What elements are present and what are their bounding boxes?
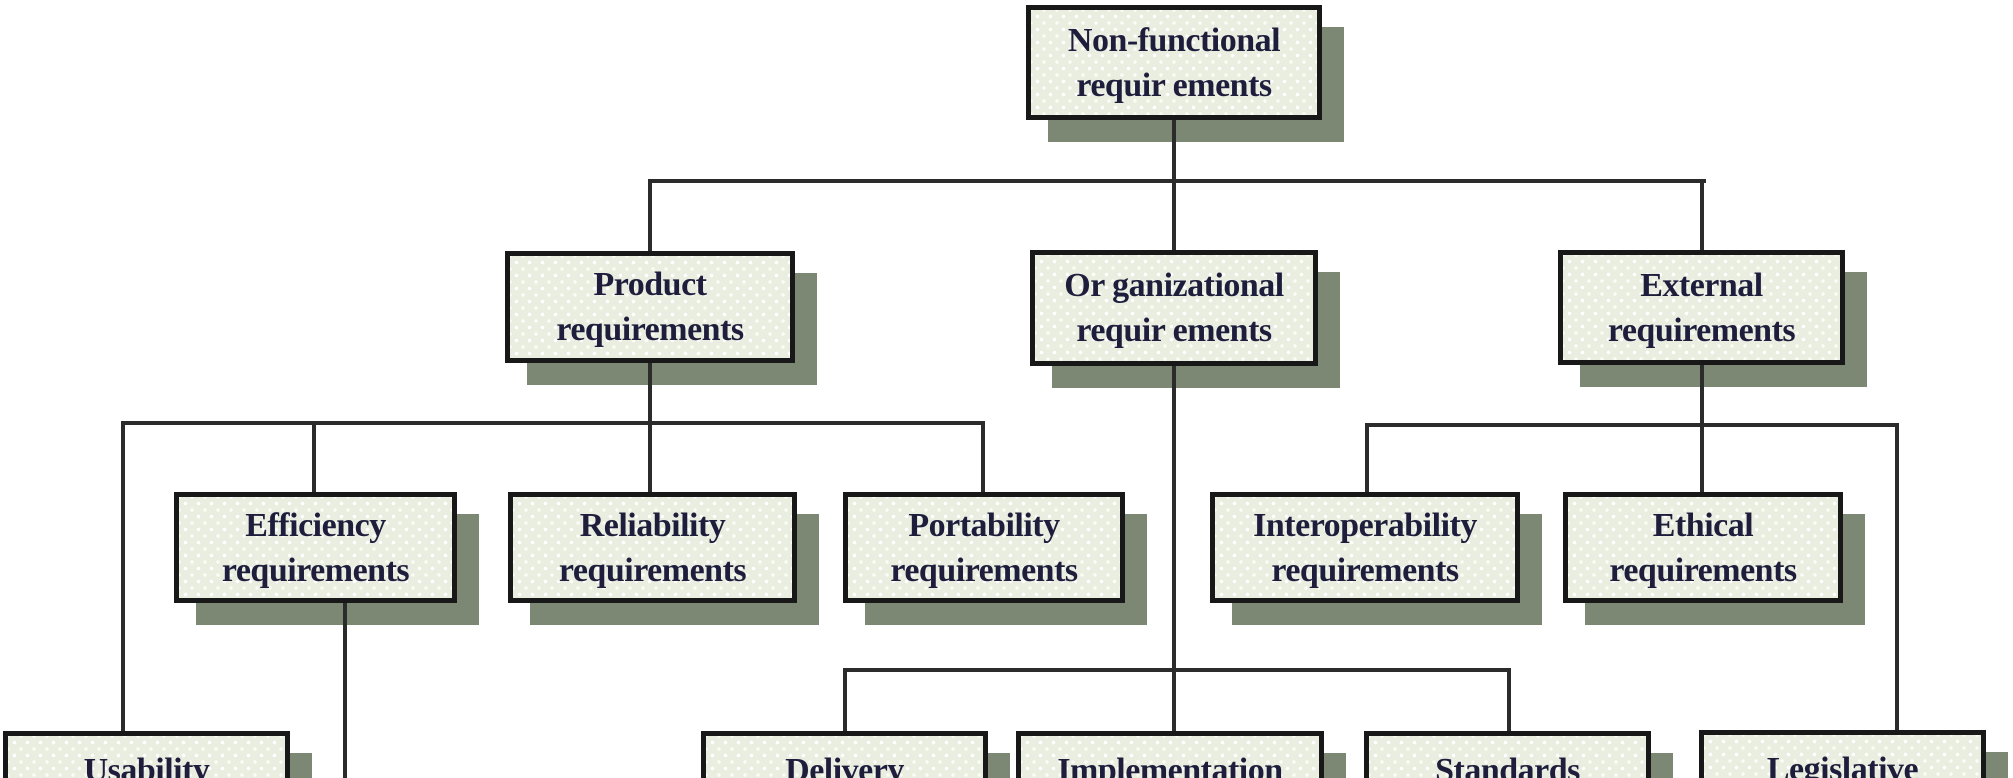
node-reliability-requirements: Reliability requirements bbox=[508, 492, 797, 603]
node-label-line: Or ganizational bbox=[1064, 267, 1284, 304]
node-interoperability-requirements: Interoperability requirements bbox=[1210, 492, 1520, 603]
node-label-line: requirements bbox=[890, 551, 1078, 589]
node-label-line: Reliability bbox=[579, 506, 726, 544]
node-label-line: Ethical bbox=[1652, 506, 1754, 544]
node-label-line: requirements bbox=[221, 551, 410, 589]
node-external-requirements: External requirements bbox=[1558, 250, 1845, 365]
node-label-line: requirements bbox=[1271, 551, 1459, 589]
node-implementation: Implementation bbox=[1016, 731, 1324, 778]
node-standards: Standards bbox=[1364, 731, 1651, 778]
node-efficiency-requirements: Efficiency requirements bbox=[174, 492, 457, 603]
node-label-line: Standards bbox=[1435, 752, 1580, 778]
node-label-line: Usability bbox=[83, 752, 210, 778]
node-usability: Usability bbox=[3, 731, 290, 778]
node-label-line: Non-functional bbox=[1067, 21, 1281, 59]
node-label-line: requirements bbox=[556, 311, 744, 348]
node-delivery: Delivery bbox=[701, 731, 988, 778]
node-label-line: Product bbox=[593, 266, 707, 303]
node-label-line: Delivery bbox=[785, 752, 904, 778]
node-label-line: External bbox=[1640, 266, 1763, 304]
node-label-line: Efficiency bbox=[245, 506, 386, 544]
node-ethical-requirements: Ethical requirements bbox=[1563, 492, 1843, 603]
node-label-line: requir ements bbox=[1076, 312, 1272, 349]
node-label-line: requirements bbox=[1607, 311, 1796, 349]
node-label-line: requirements bbox=[1609, 551, 1797, 589]
node-label-line: requir ements bbox=[1076, 66, 1272, 104]
node-label-line: Portability bbox=[908, 506, 1060, 544]
node-portability-requirements: Portability requirements bbox=[843, 492, 1125, 603]
node-legislative: Legislative bbox=[1699, 730, 1986, 778]
node-label-line: Interoperability bbox=[1253, 506, 1477, 544]
node-organizational-requirements: Or ganizational requir ements bbox=[1030, 250, 1318, 366]
node-label-line: Implementation bbox=[1057, 752, 1283, 778]
node-product-requirements: Product requirements bbox=[505, 251, 795, 363]
node-non-functional-requirements: Non-functional requir ements bbox=[1026, 5, 1322, 120]
node-label-line: requirements bbox=[558, 551, 747, 589]
node-label-line: Legislative bbox=[1766, 751, 1919, 778]
